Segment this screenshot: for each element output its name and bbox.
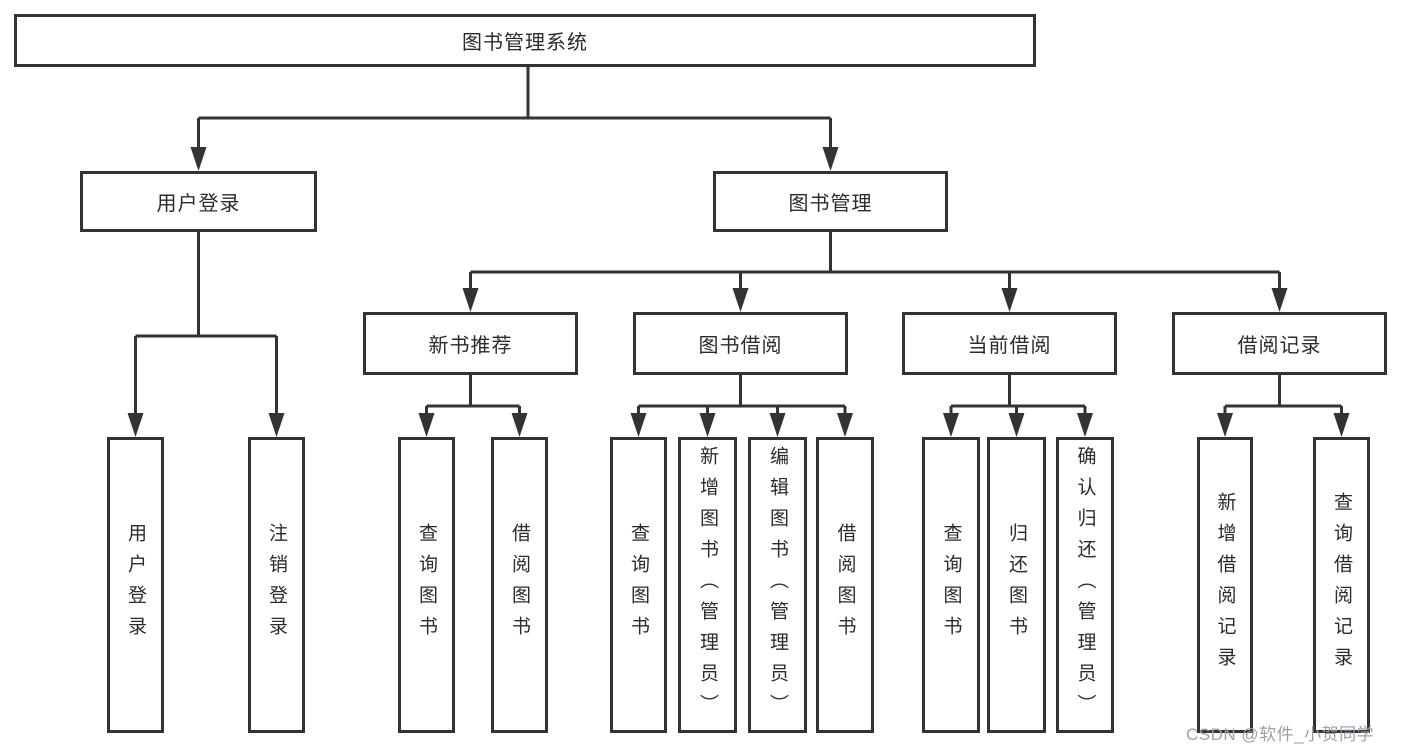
node-label: 新书推荐 [428, 335, 513, 357]
arrow-down-icon [511, 413, 528, 437]
connector-book-borrowing-to-leaves [637, 375, 847, 415]
arrow-down-icon [1077, 413, 1093, 437]
node-user-login: 用户登录 [80, 171, 317, 232]
connector-root-to-level2 [197, 67, 832, 149]
leaf-user-login: 用户登录 [107, 437, 164, 733]
arrow-down-icon [1001, 288, 1018, 312]
arrow-down-icon [630, 413, 647, 437]
arrowheads [127, 147, 1350, 437]
arrow-down-icon [837, 413, 853, 437]
node-label: 查询借阅记录 [1331, 492, 1352, 678]
node-book-management: 图书管理 [713, 171, 948, 232]
arrow-down-icon [943, 413, 959, 437]
leaf-query-books-current: 查询图书 [922, 437, 980, 733]
node-label: 新增图书（管理员） [697, 445, 718, 725]
arrow-down-icon [732, 288, 749, 312]
node-label: 图书管理系统 [462, 32, 588, 54]
node-new-book-recommendation: 新书推荐 [363, 312, 578, 375]
connector-current-borrowing-to-leaves [949, 375, 1087, 415]
connector-book-management-to-level3 [469, 232, 1281, 290]
node-label: 图书借阅 [698, 335, 783, 357]
node-borrowing-records: 借阅记录 [1172, 312, 1387, 375]
arrow-down-icon [127, 413, 144, 437]
node-label: 新增借阅记录 [1214, 492, 1236, 678]
leaf-add-borrow-record: 新增借阅记录 [1197, 437, 1253, 733]
arrow-down-icon [418, 413, 435, 437]
node-label: 归还图书 [1006, 523, 1027, 647]
node-label: 确认归还（管理员） [1074, 445, 1096, 725]
node-book-borrowing: 图书借阅 [633, 312, 848, 375]
node-label: 注销登录 [266, 523, 287, 647]
arrow-down-icon [190, 147, 207, 171]
arrow-down-icon [462, 288, 479, 312]
connector-new-book-rec-to-leaves [425, 375, 521, 415]
leaf-logout: 注销登录 [248, 437, 305, 733]
arrow-down-icon [268, 413, 285, 437]
arrow-down-icon [769, 413, 786, 437]
node-label: 当前借阅 [967, 335, 1052, 357]
node-label: 编辑图书（管理员） [767, 445, 788, 725]
node-label: 用户登录 [125, 523, 146, 647]
node-label: 查询图书 [628, 523, 649, 647]
arrow-down-icon [699, 413, 716, 437]
leaf-query-books-recommend: 查询图书 [398, 437, 455, 733]
arrow-down-icon [1333, 413, 1350, 437]
node-label: 借阅图书 [834, 523, 856, 647]
node-label: 用户登录 [156, 193, 241, 215]
node-label: 图书管理 [788, 193, 873, 215]
node-label: 借阅记录 [1237, 335, 1322, 357]
arrow-down-icon [1271, 288, 1288, 312]
arrow-down-icon [822, 147, 839, 171]
node-library-management-system: 图书管理系统 [14, 14, 1036, 67]
arrow-down-icon [1217, 413, 1233, 437]
leaf-return-books: 归还图书 [987, 437, 1046, 733]
leaf-borrow-books: 借阅图书 [816, 437, 874, 733]
leaf-query-books-borrowing: 查询图书 [610, 437, 667, 733]
leaf-edit-books-admin: 编辑图书（管理员） [748, 437, 807, 733]
leaf-confirm-return-admin: 确认归还（管理员） [1056, 437, 1114, 733]
leaf-query-borrow-record: 查询借阅记录 [1313, 437, 1370, 733]
leaf-add-books-admin: 新增图书（管理员） [678, 437, 737, 733]
node-label: 查询图书 [416, 523, 437, 647]
node-current-borrowing: 当前借阅 [902, 312, 1117, 375]
watermark: CSDN @软件_小贺同学 [1186, 725, 1375, 744]
node-label: 借阅图书 [509, 523, 530, 647]
leaf-borrow-books-recommend: 借阅图书 [491, 437, 548, 733]
arrow-down-icon [1008, 413, 1025, 437]
connector-borrow-records-to-leaves [1223, 375, 1343, 415]
connector-user-login-to-leaves [134, 232, 278, 415]
node-label: 查询图书 [940, 523, 962, 647]
